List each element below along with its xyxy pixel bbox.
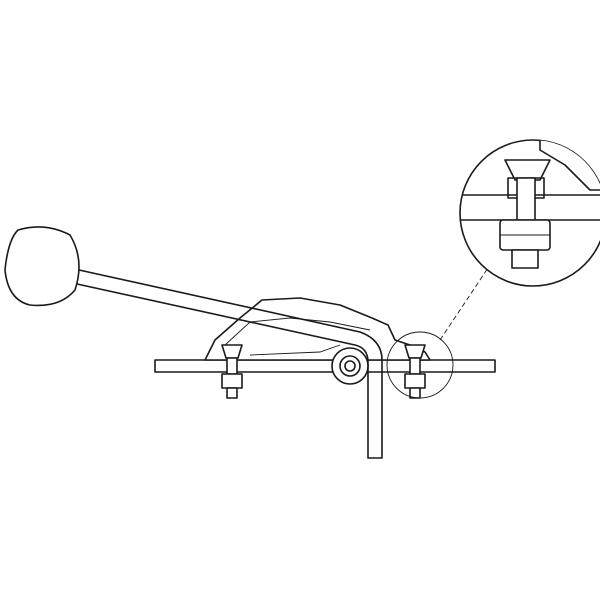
tool-body: [204, 297, 431, 361]
leader-line: [439, 267, 489, 341]
detail-view: [459, 139, 600, 287]
lever-strap: [67, 267, 383, 459]
knob: [4, 226, 80, 307]
detail-marker: [386, 331, 454, 399]
bolt-left: [221, 344, 243, 399]
bolt-right: [404, 344, 426, 399]
roller: [331, 347, 369, 385]
base-plate: [154, 359, 496, 373]
